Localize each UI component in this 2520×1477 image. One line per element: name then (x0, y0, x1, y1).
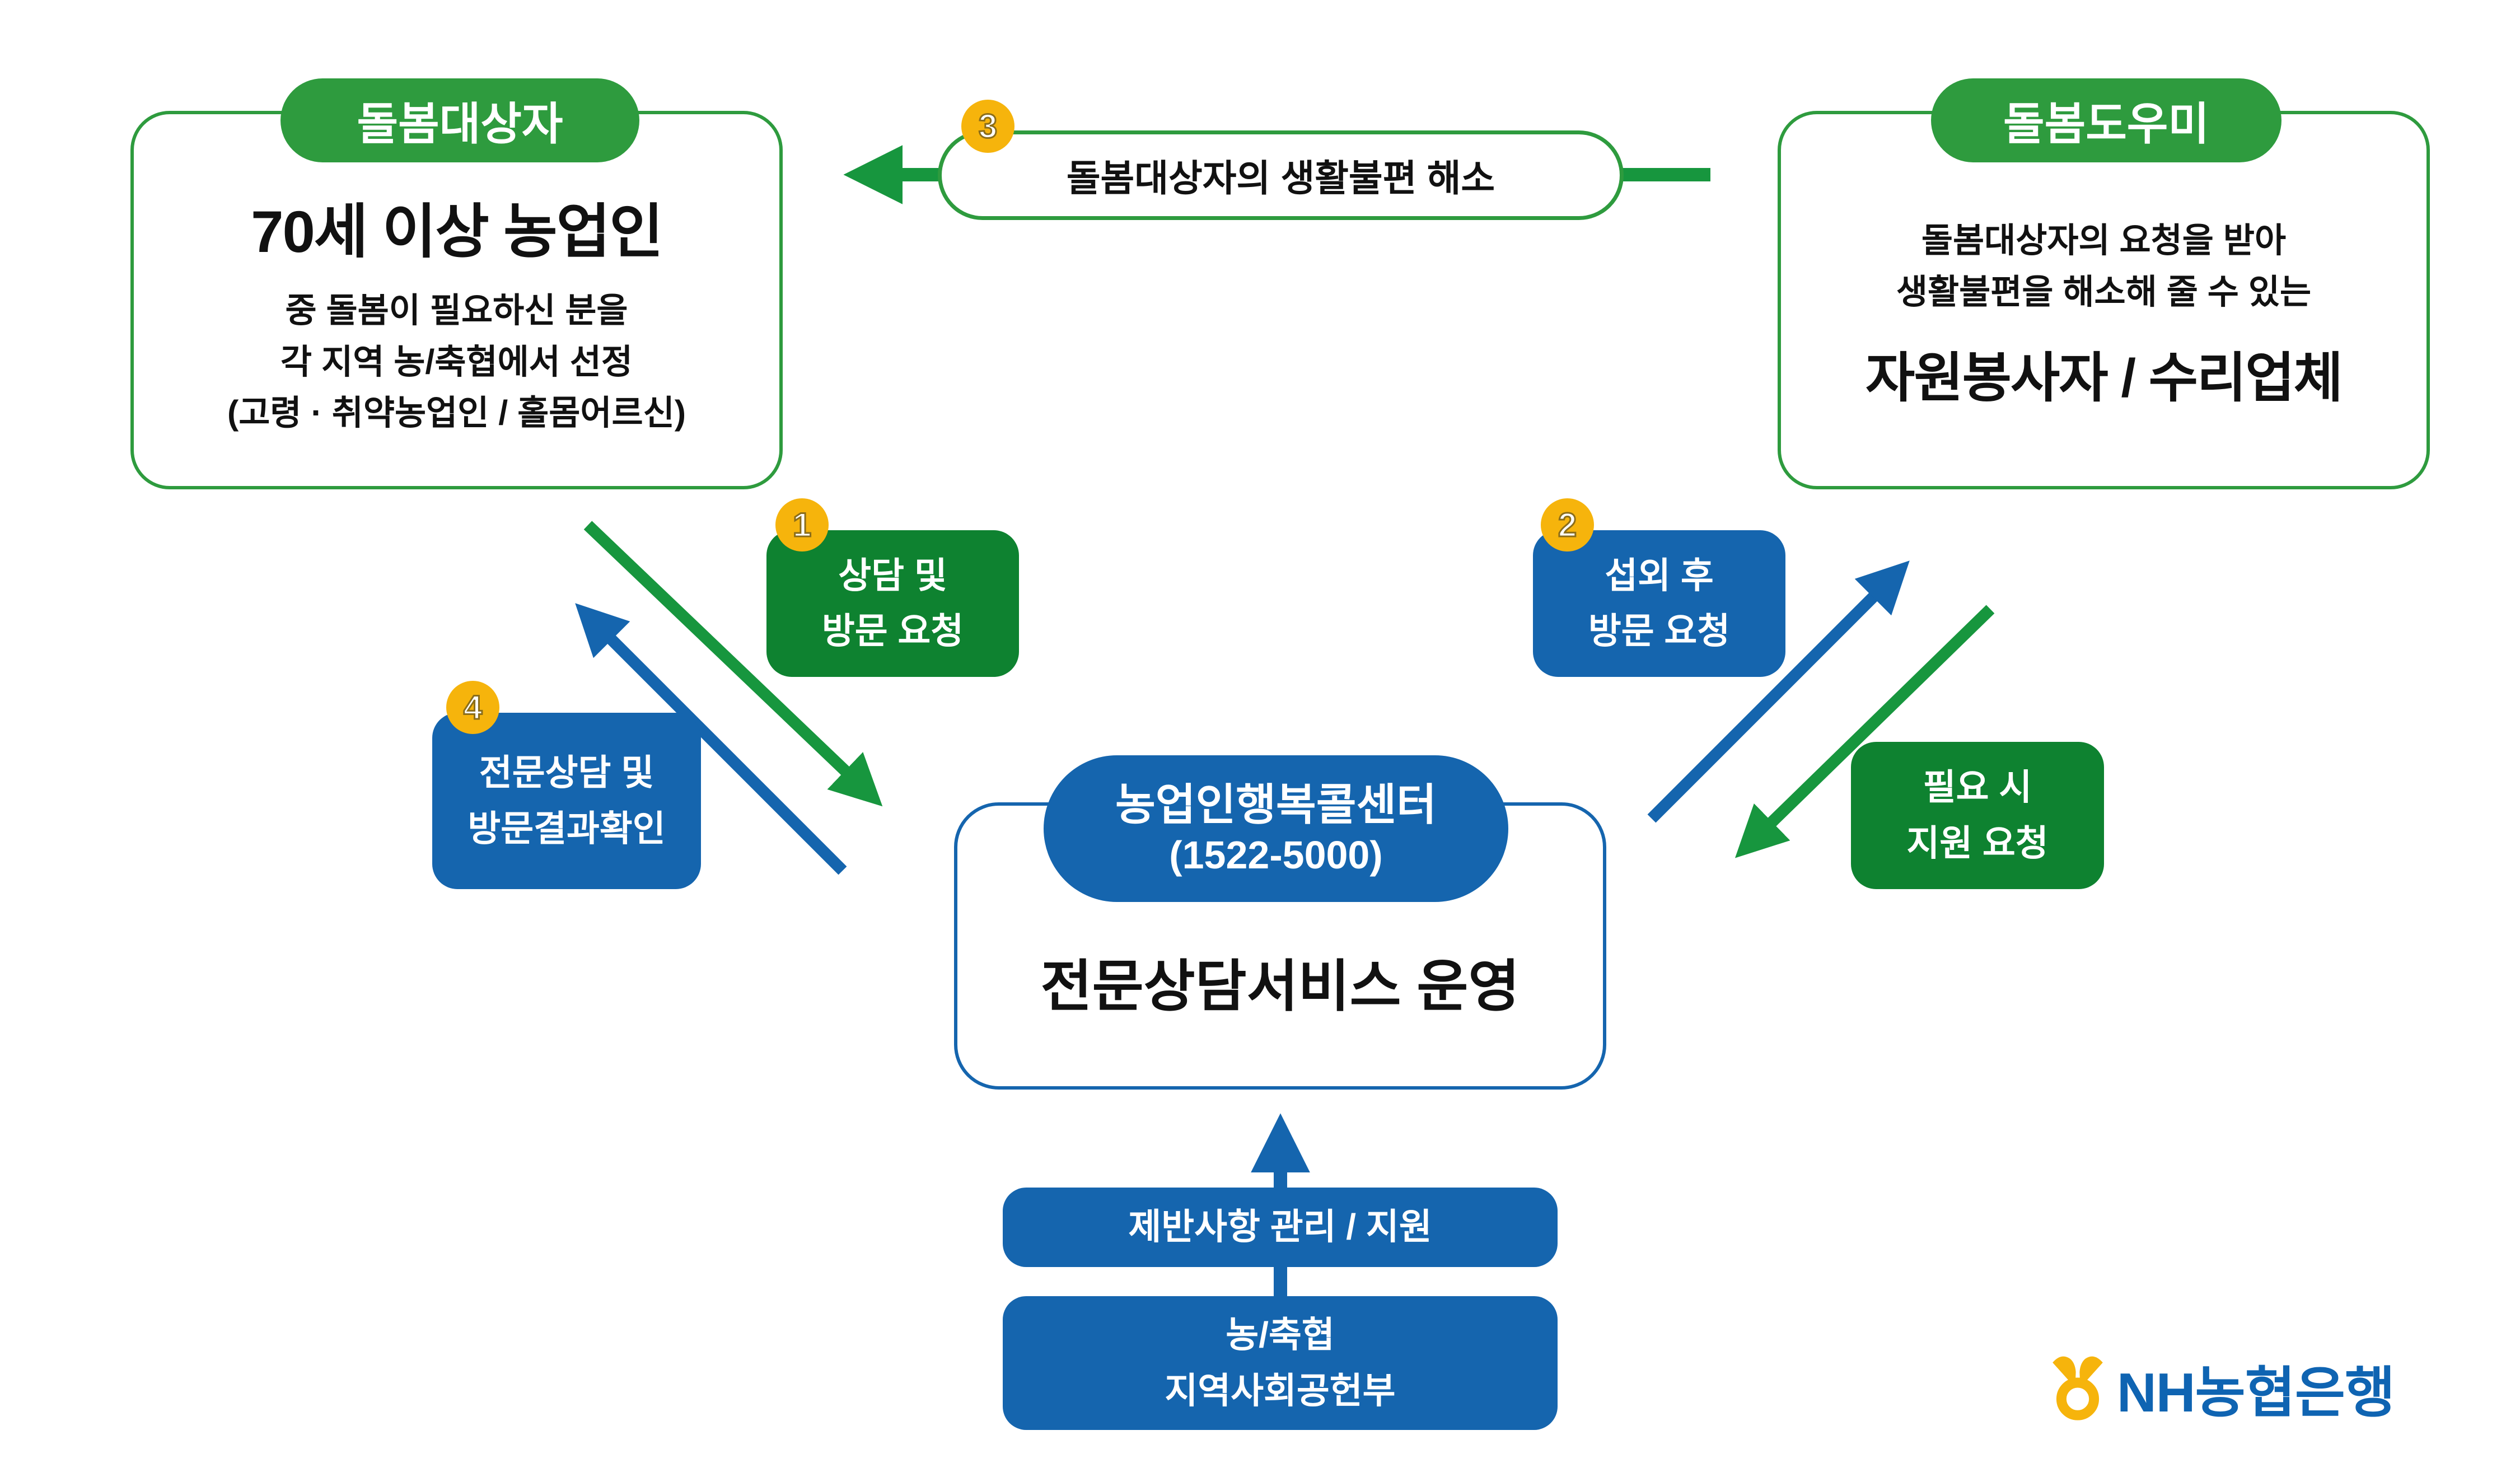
step2-line-2: 방문 요청 (1588, 611, 1731, 651)
care-recipient-box: 70세 이상 농업인 중 돌봄이 필요하신 분을 각 지역 농/축협에서 선정 … (130, 111, 783, 489)
org-line-2: 지역사회공헌부 (1165, 1370, 1396, 1411)
care-recipient-badge: 돌봄대상자 (280, 78, 639, 162)
step3-number-badge: 3 (961, 100, 1014, 153)
care-helper-line-1: 돌봄대상자의 요청을 받아 (1921, 221, 2287, 259)
arrow-support-down-icon (1734, 605, 1995, 858)
call-center-service-title: 전문상담서비스 운영 (1040, 955, 1520, 1018)
nh-sprout-icon (2053, 1356, 2103, 1420)
step4-number-badge: 4 (446, 681, 499, 734)
care-helper-title: 자원봉사자 / 수리업체 (1866, 348, 2343, 408)
support-request-line-2: 지원 요청 (1906, 822, 2049, 863)
support-request-line-1: 필요 시 (1923, 767, 2032, 808)
resolve-flow-pill: 돌봄대상자의 생활불편 해소 (938, 130, 1624, 220)
step4-line-1: 전문상담 및 (479, 752, 654, 793)
call-center-phone: (1522-5000) (1169, 833, 1383, 877)
management-support-box: 제반사항 관리 / 지원 (1003, 1188, 1558, 1267)
care-helper-box: 돌봄대상자의 요청을 받아 생활불편을 해소해 줄 수 있는 자원봉사자 / 수… (1778, 111, 2430, 489)
step4-label-box: 전문상담 및 방문결과확인 (432, 713, 701, 889)
care-recipient-title: 70세 이상 농업인 (251, 199, 663, 265)
care-helper-line-2: 생활불편을 해소해 줄 수 있는 (1896, 272, 2312, 311)
care-recipient-line-3: (고령 · 취약농업인 / 홀몸어르신) (227, 394, 686, 432)
arrow-step2-up-icon (1647, 560, 1910, 823)
step1-label-box: 상담 및 방문 요청 (766, 530, 1019, 677)
step4-line-2: 방문결과확인 (467, 808, 666, 849)
org-line-1: 농/축협 (1226, 1315, 1335, 1356)
support-request-label-box: 필요 시 지원 요청 (1851, 742, 2104, 889)
care-recipient-line-1: 중 돌봄이 필요하신 분을 (285, 291, 628, 329)
org-box: 농/축협 지역사회공헌부 (1003, 1296, 1558, 1430)
step1-line-1: 상담 및 (838, 555, 947, 596)
call-center-badge: 농업인행복콜센터 (1522-5000) (1044, 755, 1508, 902)
arrow-step4-up-icon (575, 603, 847, 875)
nh-bank-logo: NH농협은행 (2046, 1348, 2395, 1428)
nh-bank-logo-text: NH농협은행 (2117, 1362, 2395, 1423)
care-helper-badge: 돌봄도우미 (1931, 78, 2281, 162)
care-recipient-line-2: 각 지역 농/축협에서 선정 (280, 342, 633, 381)
step2-line-1: 섭외 후 (1605, 555, 1714, 596)
arrow-step1-down-icon (583, 521, 883, 807)
call-center-name: 농업인행복콜센터 (1115, 780, 1437, 830)
step2-label-box: 섭외 후 방문 요청 (1533, 530, 1785, 677)
step1-line-2: 방문 요청 (821, 611, 964, 651)
step2-number-badge: 2 (1541, 498, 1594, 551)
step1-number-badge: 1 (775, 498, 829, 551)
